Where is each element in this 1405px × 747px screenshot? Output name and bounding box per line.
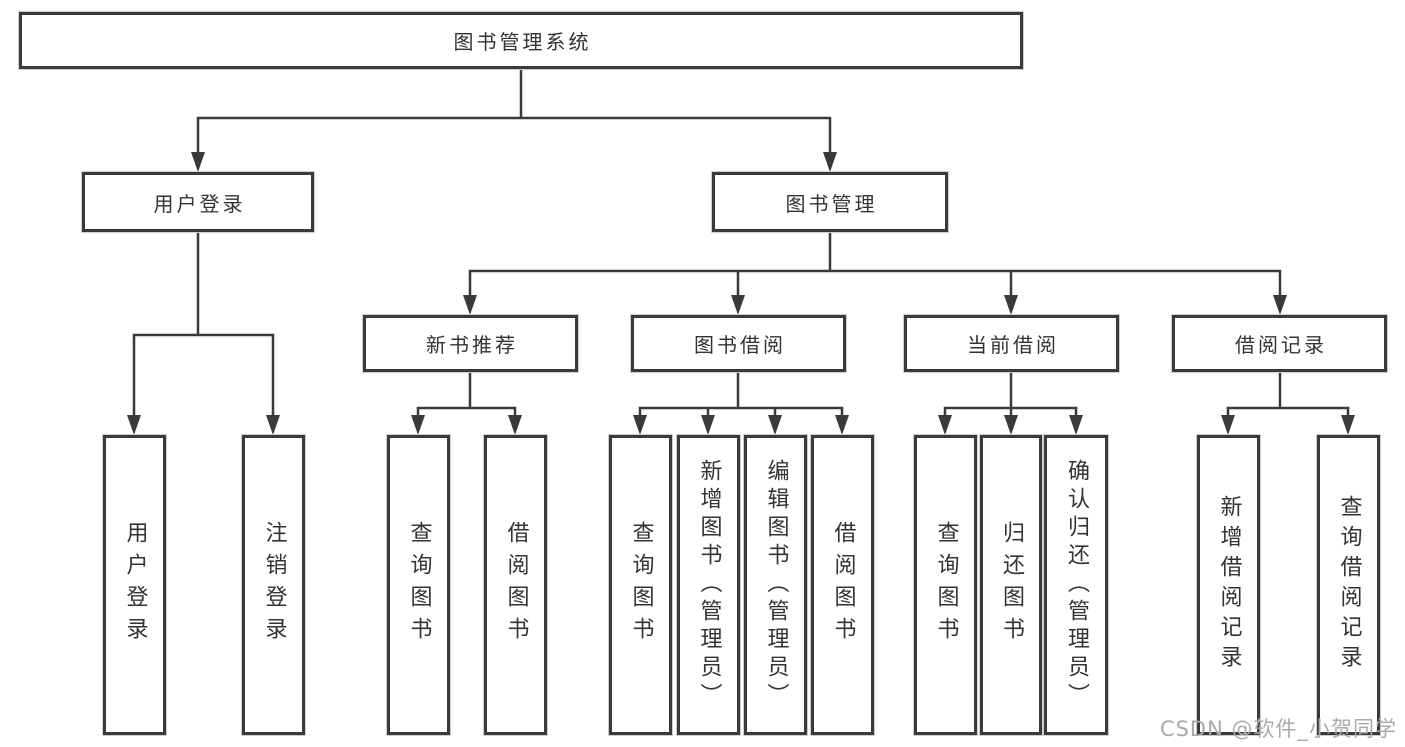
node-current-borrow: 当前借阅 [904,315,1119,372]
leaf-logout: 注销登录 [242,435,305,735]
node-label: 当前借阅 [967,333,1059,357]
node-label: 图书借阅 [694,333,786,357]
leaf-borrow-books-recommend: 借阅图书 [484,435,547,735]
connector-records-children [1226,370,1350,419]
node-label: 新书推荐 [426,333,518,357]
leaf-confirm-return-admin: 确认归还（管理员） [1044,435,1108,735]
connector-userlogin-children [132,230,275,419]
connector-current-children [943,370,1078,419]
node-label: 借阅图书 [503,521,529,649]
node-label: 图书管理系统 [453,30,592,54]
leaf-query-borrow-record: 查询借阅记录 [1317,435,1380,735]
node-root-library-system: 图书管理系统 [19,12,1023,69]
connector-bookmgmt-children [468,230,1282,299]
node-label: 用户登录 [153,191,246,216]
connector-root-to-level2 [196,67,832,157]
leaf-user-login: 用户登录 [103,435,166,735]
leaf-edit-books-admin: 编辑图书（管理员） [744,435,807,735]
node-label: 归还图书 [999,521,1024,649]
node-label: 借阅记录 [1235,333,1327,357]
node-new-book-recommend: 新书推荐 [363,315,578,372]
node-book-management-module: 图书管理 [712,172,948,232]
node-label: 注销登录 [261,521,287,649]
node-label: 新增借阅记录 [1216,495,1242,675]
node-book-borrow: 图书借阅 [631,315,846,372]
connector-newbook-children [416,370,517,419]
leaf-borrow-books: 借阅图书 [811,435,874,735]
csdn-watermark: CSDN @软件_小贺同学 [1159,717,1397,741]
connector-borrow-children [638,370,844,419]
node-user-login-module: 用户登录 [82,172,314,232]
node-label: 查询图书 [933,521,959,649]
node-label: 确认归还（管理员） [1064,459,1089,711]
node-label: 借阅图书 [830,521,856,649]
node-label: 编辑图书（管理员） [763,459,789,711]
arrowheads [127,152,1355,435]
node-borrow-records: 借阅记录 [1172,315,1387,372]
leaf-return-books: 归还图书 [980,435,1042,735]
leaf-query-books-current: 查询图书 [914,435,977,735]
node-label: 图书管理 [785,191,878,216]
leaf-query-books-recommend: 查询图书 [387,435,450,735]
node-label: 查询图书 [406,521,432,649]
node-label: 查询图书 [628,521,654,649]
node-label: 查询借阅记录 [1336,495,1362,675]
leaf-add-borrow-record: 新增借阅记录 [1197,435,1260,735]
leaf-add-books-admin: 新增图书（管理员） [677,435,740,735]
node-label: 新增图书（管理员） [696,459,722,711]
leaf-query-books-borrow: 查询图书 [609,435,672,735]
node-label: 用户登录 [122,521,148,649]
